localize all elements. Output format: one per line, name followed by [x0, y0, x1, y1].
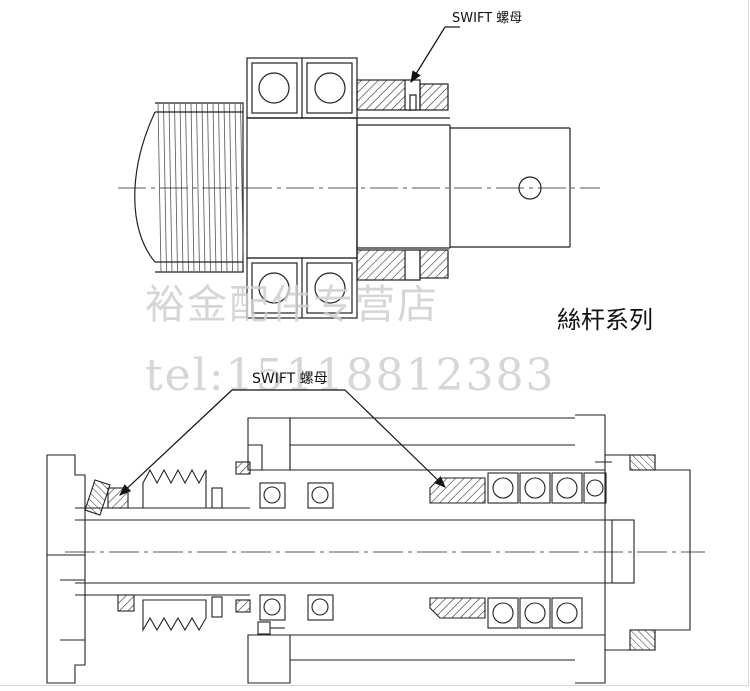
bottom-callout-label: SWIFT 螺母: [252, 371, 328, 387]
watermark-shop: 裕金配件专营店: [145, 282, 439, 328]
upper-bearing-row: [259, 472, 607, 509]
shaft-extension: [356, 125, 571, 248]
upper-left-swift-nut: [107, 487, 129, 509]
lower-thread-section: [142, 599, 207, 633]
threaded-shaft: [134, 102, 244, 273]
lower-swift-nut: [356, 247, 450, 281]
lower-bearing-row: [259, 594, 583, 629]
top-callout-leader: [410, 26, 460, 84]
upper-right-swift-nut: [429, 477, 486, 504]
lower-right-swift-nut: [429, 597, 486, 619]
bottom-callout-leaders: [119, 389, 446, 496]
top-spindle-drawing: [118, 57, 600, 319]
series-title: 絲杆系列: [557, 306, 653, 334]
watermark-tel: tel:15118812383: [145, 350, 556, 401]
top-callout-label: SWIFT 螺母: [452, 11, 522, 26]
upper-swift-nut: [356, 79, 450, 126]
upper-thread-section: [142, 468, 207, 509]
upper-bearing-housing: [246, 57, 358, 119]
bottom-spindle-drawing: [46, 414, 705, 684]
